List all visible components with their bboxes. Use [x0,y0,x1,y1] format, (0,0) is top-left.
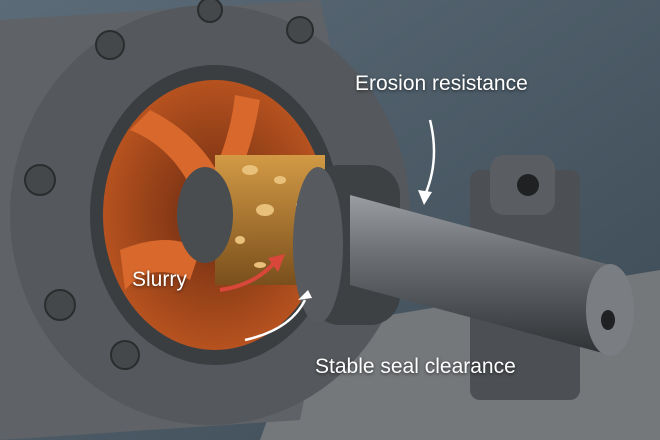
slurry-label: Slurry [132,268,187,291]
erosion-arrow [423,119,436,196]
seal-arrow [244,299,307,342]
bolts [24,0,314,370]
slurry-flow-arrow [219,260,277,292]
impeller-hub [177,167,233,263]
seal-clearance-label: Stable seal clearance [315,355,516,378]
erosion-resistance-label: Erosion resistance [355,72,528,95]
shaft [350,195,634,356]
